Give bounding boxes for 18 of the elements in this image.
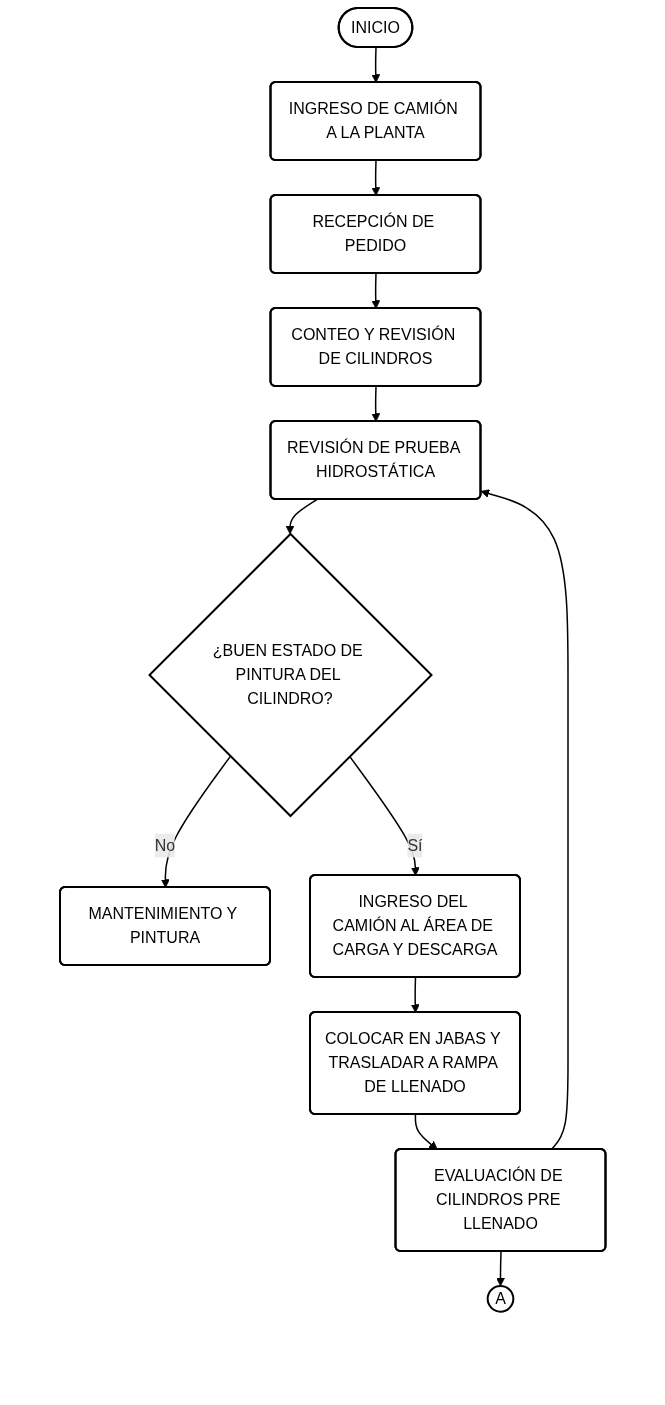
- arrow: [371, 46, 380, 83]
- node-diamond: ¿BUEN ESTADO DE PINTURA DEL CILINDRO?: [147, 532, 433, 818]
- arrow: [348, 755, 420, 876]
- node-text: COLOCAR EN JABAS Y TRASLADAR A RAMPA DE LLENADO: [324, 1030, 501, 1095]
- edge-label: No: [154, 836, 175, 854]
- node-circle: A: [486, 1285, 515, 1313]
- arrow: [414, 1113, 438, 1150]
- arrow: [371, 385, 380, 422]
- node-text: MANTENIMIENTO Y PINTURA: [88, 905, 237, 946]
- arrow: [371, 272, 380, 309]
- arrow: [410, 976, 420, 1013]
- node-text: INGRESO DEL CAMIÓN AL ÁREA DE CARGA Y DESCARGA: [332, 893, 498, 958]
- arrow: [285, 498, 318, 535]
- arrow: [160, 755, 231, 888]
- arrow: [480, 489, 569, 1151]
- arrow: [495, 1250, 505, 1287]
- edge-label: Sí: [407, 836, 423, 854]
- arrow: [371, 159, 380, 196]
